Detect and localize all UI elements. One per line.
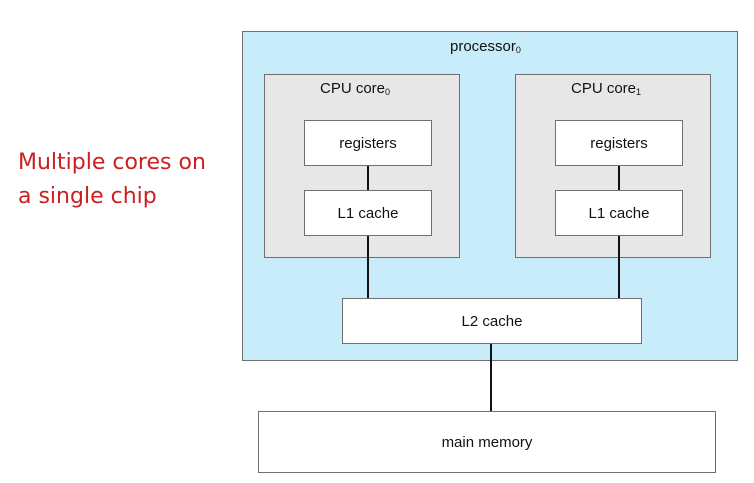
l2-cache-box: L2 cache <box>342 298 642 344</box>
l1-cache-box-core-1: L1 cache <box>555 190 683 236</box>
connector-l2-main-memory <box>490 344 492 411</box>
slide-caption: Multiple cores on a single chip <box>18 146 206 214</box>
caption-line-1: Multiple cores on <box>18 150 206 175</box>
processor-label: processor0 <box>450 38 521 55</box>
connector-l1-l2-core-1 <box>618 236 620 298</box>
cpu-core-0-label: CPU core0 <box>320 80 391 97</box>
connector-l1-l2-core-0 <box>367 236 369 298</box>
registers-box-core-1: registers <box>555 120 683 166</box>
connector-registers-l1-core-1 <box>618 166 620 190</box>
connector-registers-l1-core-0 <box>367 166 369 190</box>
caption-line-2: a single chip <box>18 184 157 209</box>
cpu-core-1-label: CPU core1 <box>571 80 642 97</box>
l1-cache-box-core-0: L1 cache <box>304 190 432 236</box>
registers-box-core-0: registers <box>304 120 432 166</box>
main-memory-box: main memory <box>258 411 716 473</box>
